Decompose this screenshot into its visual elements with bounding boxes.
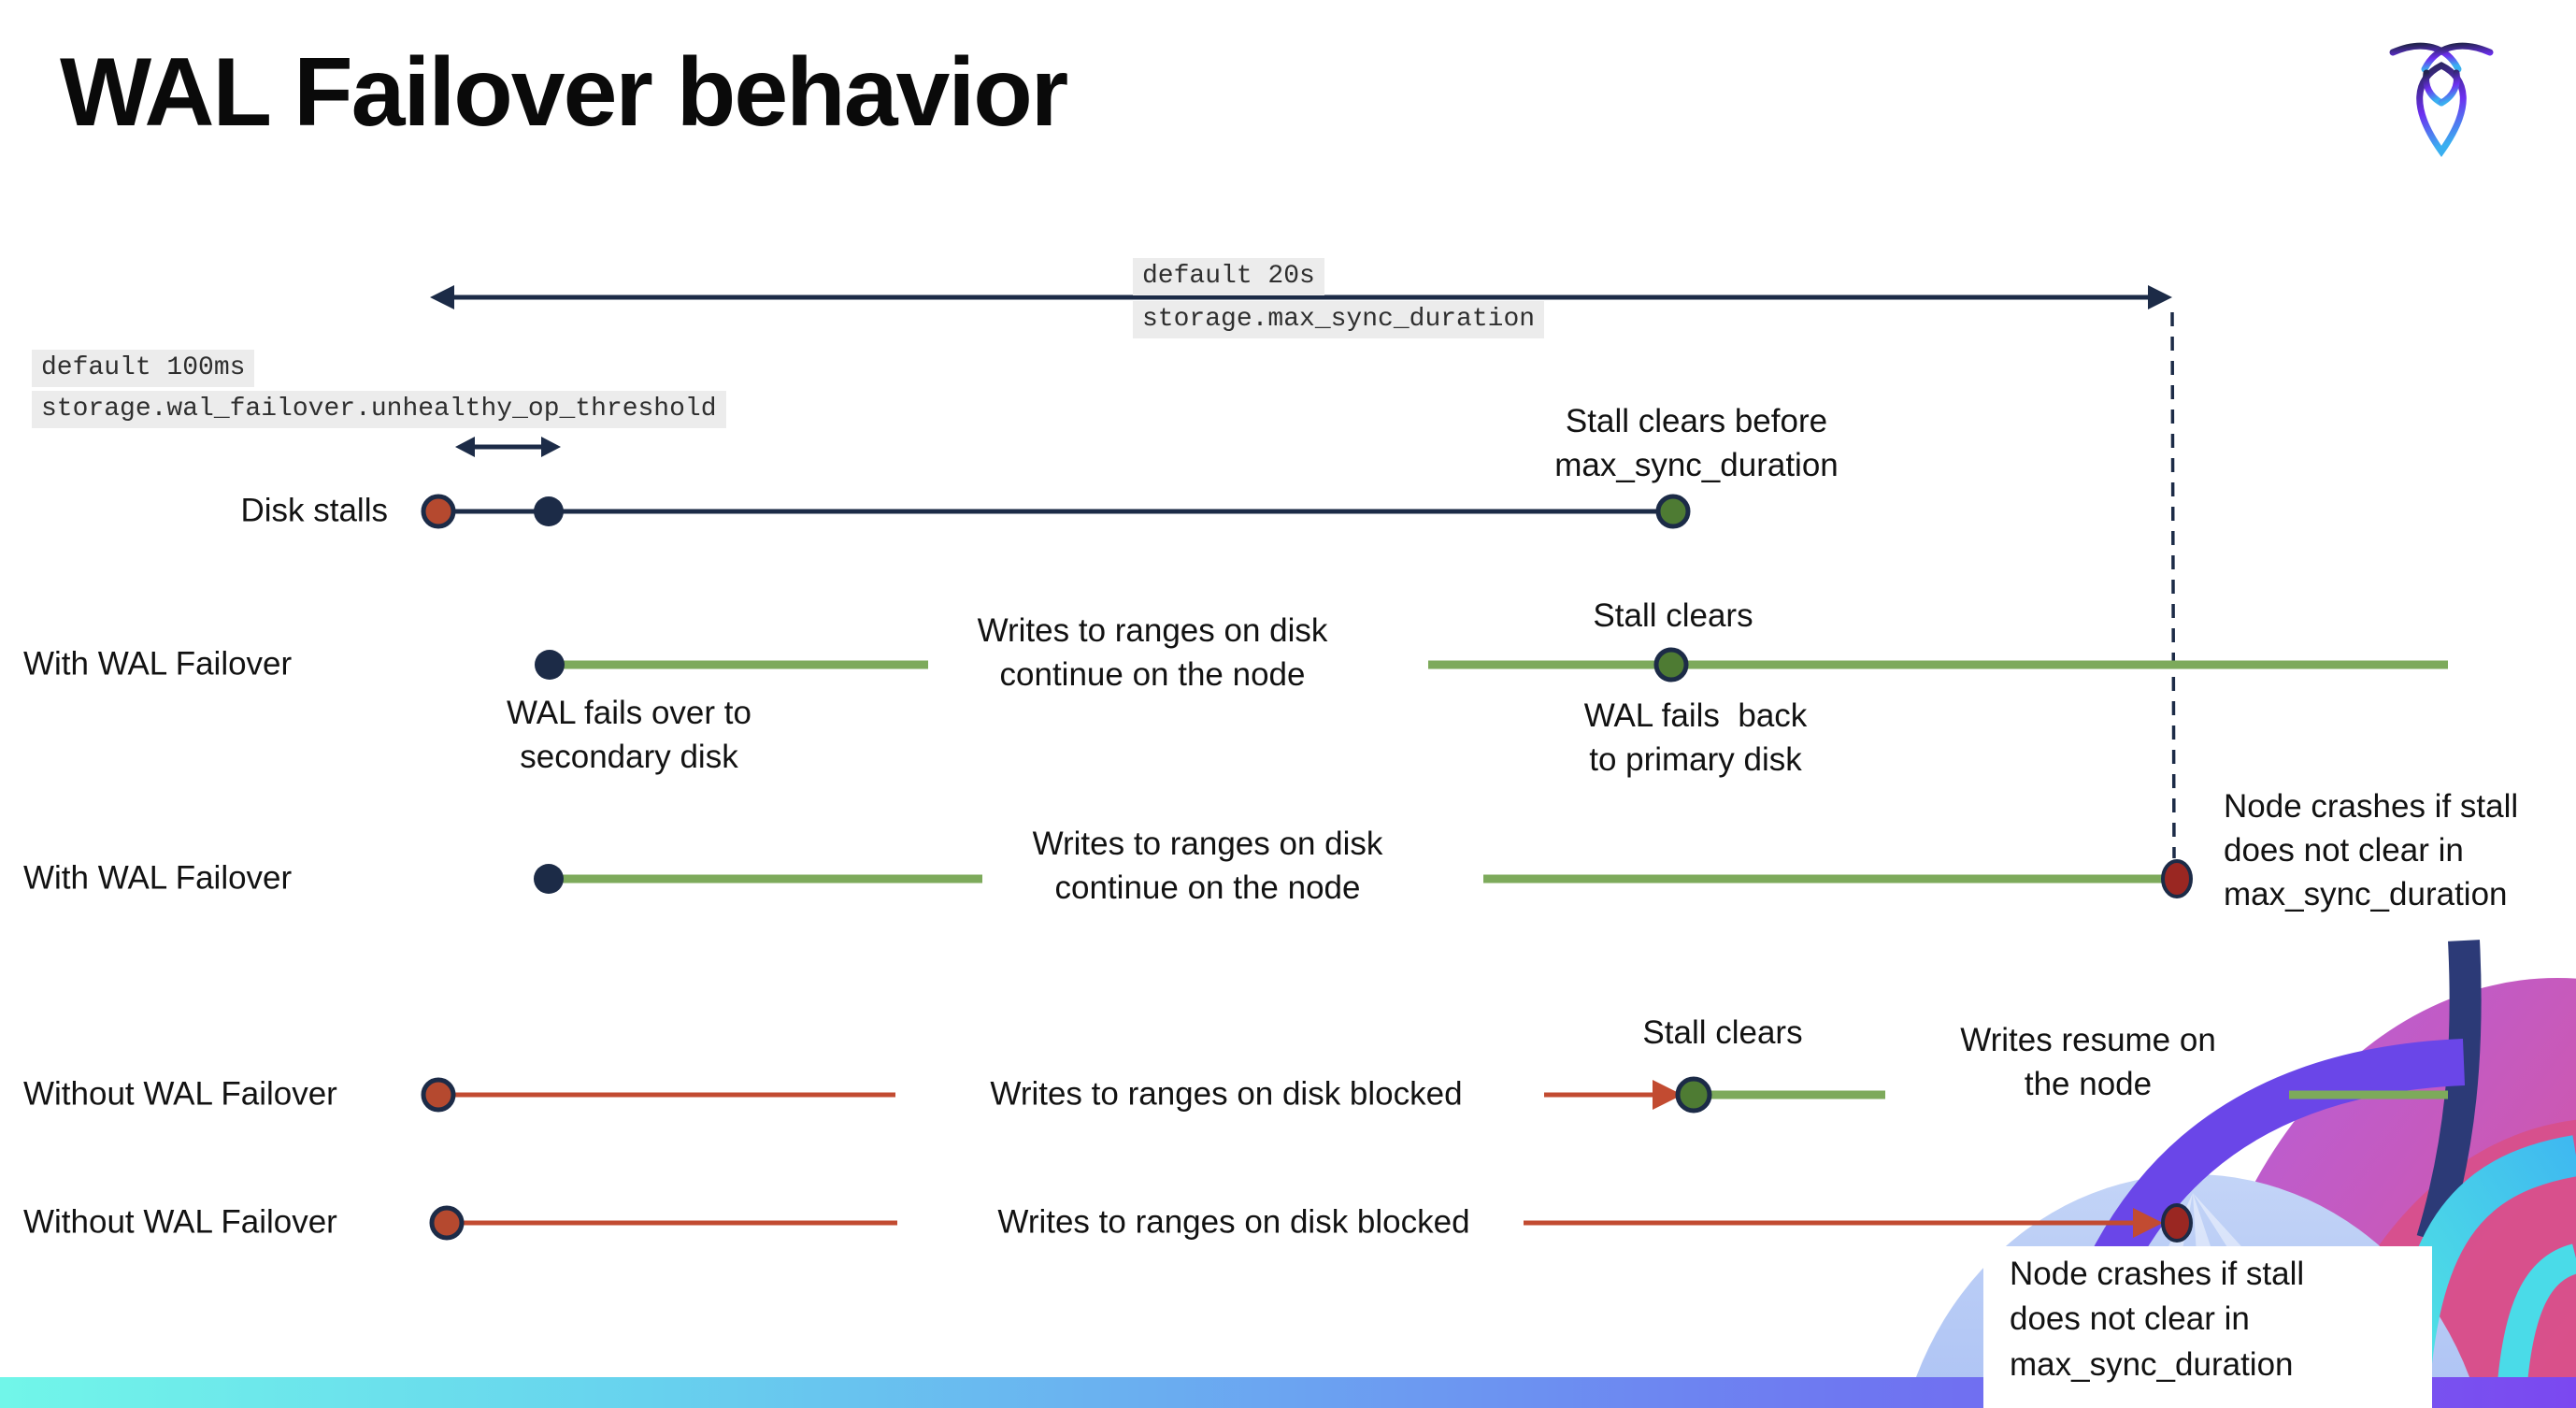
row-without-failover-2-timeline (429, 1203, 2193, 1243)
crash-dot (2161, 859, 2193, 898)
logo-arm-right (2438, 69, 2460, 107)
logo-antenna-left (2389, 42, 2462, 73)
max-sync-duration-arrow (430, 285, 2172, 309)
row-without-failover-1-timeline (421, 1076, 2448, 1113)
threshold-dot (534, 496, 564, 526)
cockroach-labs-logo-icon (2389, 42, 2494, 158)
arrowhead-right (2148, 285, 2172, 309)
arrowhead-left (455, 437, 475, 457)
stall-clears-dot (1655, 494, 1691, 529)
red-arrowhead (2133, 1208, 2163, 1238)
red-arrowhead (1653, 1080, 1682, 1110)
row-with-failover-2-timeline (534, 859, 2193, 898)
failover-dot (534, 864, 564, 894)
max-sync-deadline-dashed-line (2170, 311, 2176, 859)
art-navy-stripe (2416, 940, 2482, 1244)
stall-start-dot (421, 1077, 456, 1113)
row-disk-stalls-timeline (421, 494, 1691, 529)
note-node-crashes-2: Node crashes if stall does not clear in … (2010, 1256, 2305, 1383)
logo-arm-left (2423, 69, 2445, 107)
arrowhead-left (430, 285, 454, 309)
stall-start-dot (429, 1205, 465, 1241)
unhealthy-op-threshold-arrow (455, 437, 561, 457)
stall-clears-dot (1653, 647, 1689, 682)
stall-clears-dot (1675, 1076, 1712, 1113)
page-title: WAL Failover behavior (60, 38, 1068, 147)
crash-dot (2161, 1203, 2193, 1243)
node-crash-callout: Node crashes if stall does not clear in … (1983, 1246, 2432, 1408)
arrowhead-right (541, 437, 561, 457)
stall-start-dot (421, 494, 456, 529)
failover-dot (535, 650, 565, 680)
row-with-failover-1-timeline (535, 647, 2448, 682)
logo-antenna-right (2421, 42, 2494, 73)
art-cyan-arch-2 (2496, 1243, 2576, 1408)
